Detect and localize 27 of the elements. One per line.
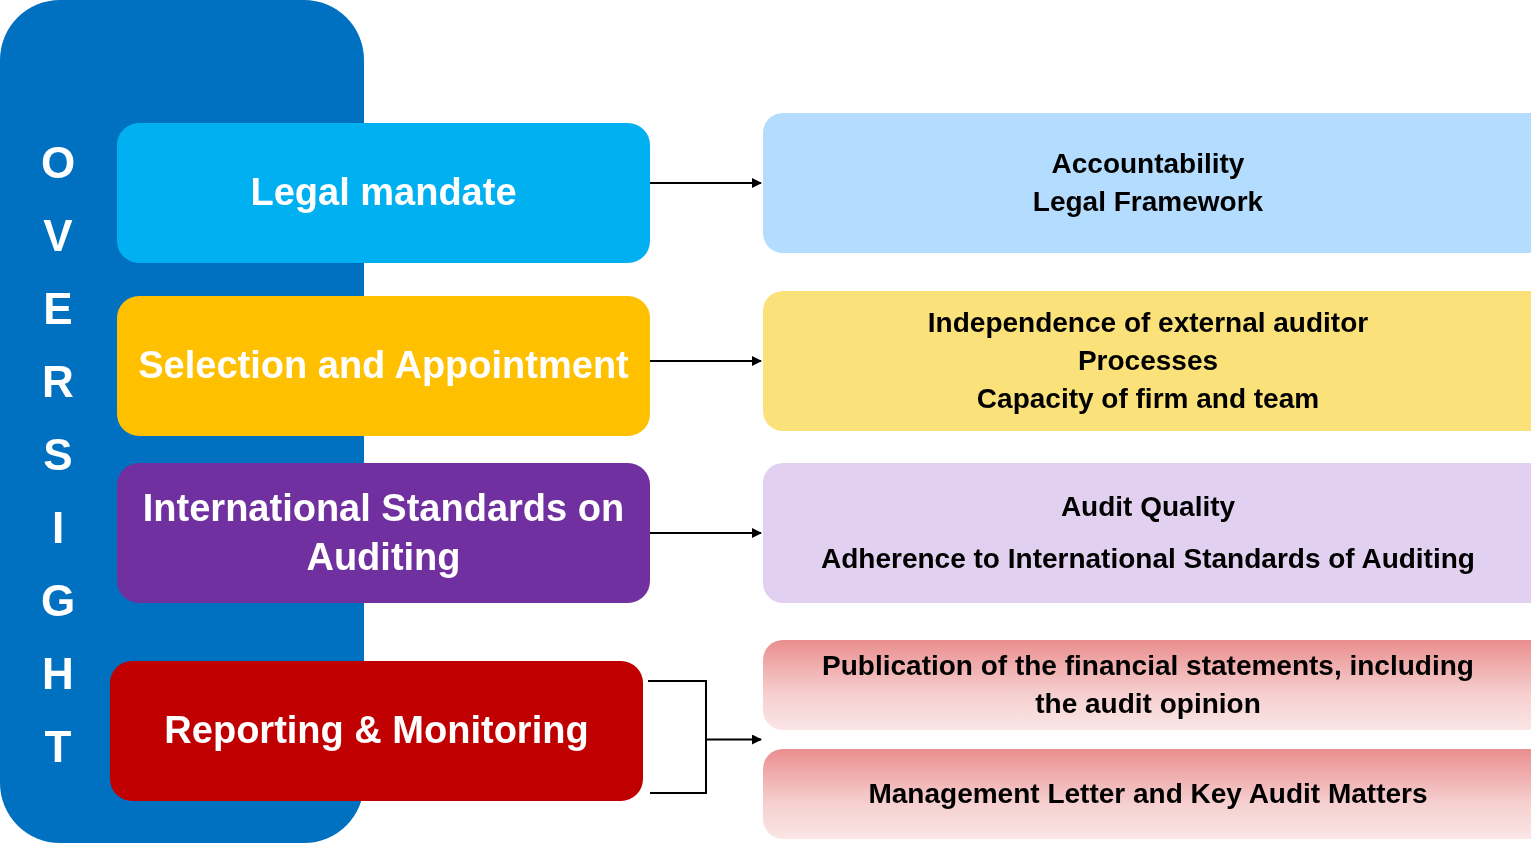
detail-text: Management Letter and Key Audit Matters <box>868 777 1428 812</box>
detail-box <box>763 640 1531 730</box>
detail-box <box>763 749 1531 839</box>
category-label: Reporting & Monitoring <box>164 708 589 754</box>
detail-text: Independence of external auditor <box>927 306 1369 341</box>
detail-text: Legal Framework <box>1032 185 1264 219</box>
category-label: Legal mandate <box>250 170 517 216</box>
vertical-label: OVERSIGHT <box>39 137 77 773</box>
detail-text: Processes <box>1077 344 1219 379</box>
arrow <box>647 680 762 794</box>
detail-text: Audit Quality <box>1060 490 1236 525</box>
category-box <box>117 296 650 436</box>
detail-text: Capacity of firm and team <box>976 381 1320 416</box>
detail-box <box>763 113 1531 253</box>
detail-box <box>763 463 1531 603</box>
category-box <box>110 661 643 801</box>
detail-text: Publication of the financial statements, including the audit opinion <box>821 649 1475 721</box>
detail-box <box>763 291 1531 431</box>
arrow <box>649 356 762 366</box>
arrow <box>649 528 762 538</box>
arrow <box>649 178 762 188</box>
category-label: International Standards on Auditing <box>141 485 626 580</box>
detail-text: Accountability <box>1051 147 1245 182</box>
detail-text: Adherence to International Standards of Auditing <box>821 542 1475 576</box>
category-label: Selection and Appointment <box>138 343 629 389</box>
category-box <box>117 463 650 603</box>
category-box <box>117 123 650 263</box>
